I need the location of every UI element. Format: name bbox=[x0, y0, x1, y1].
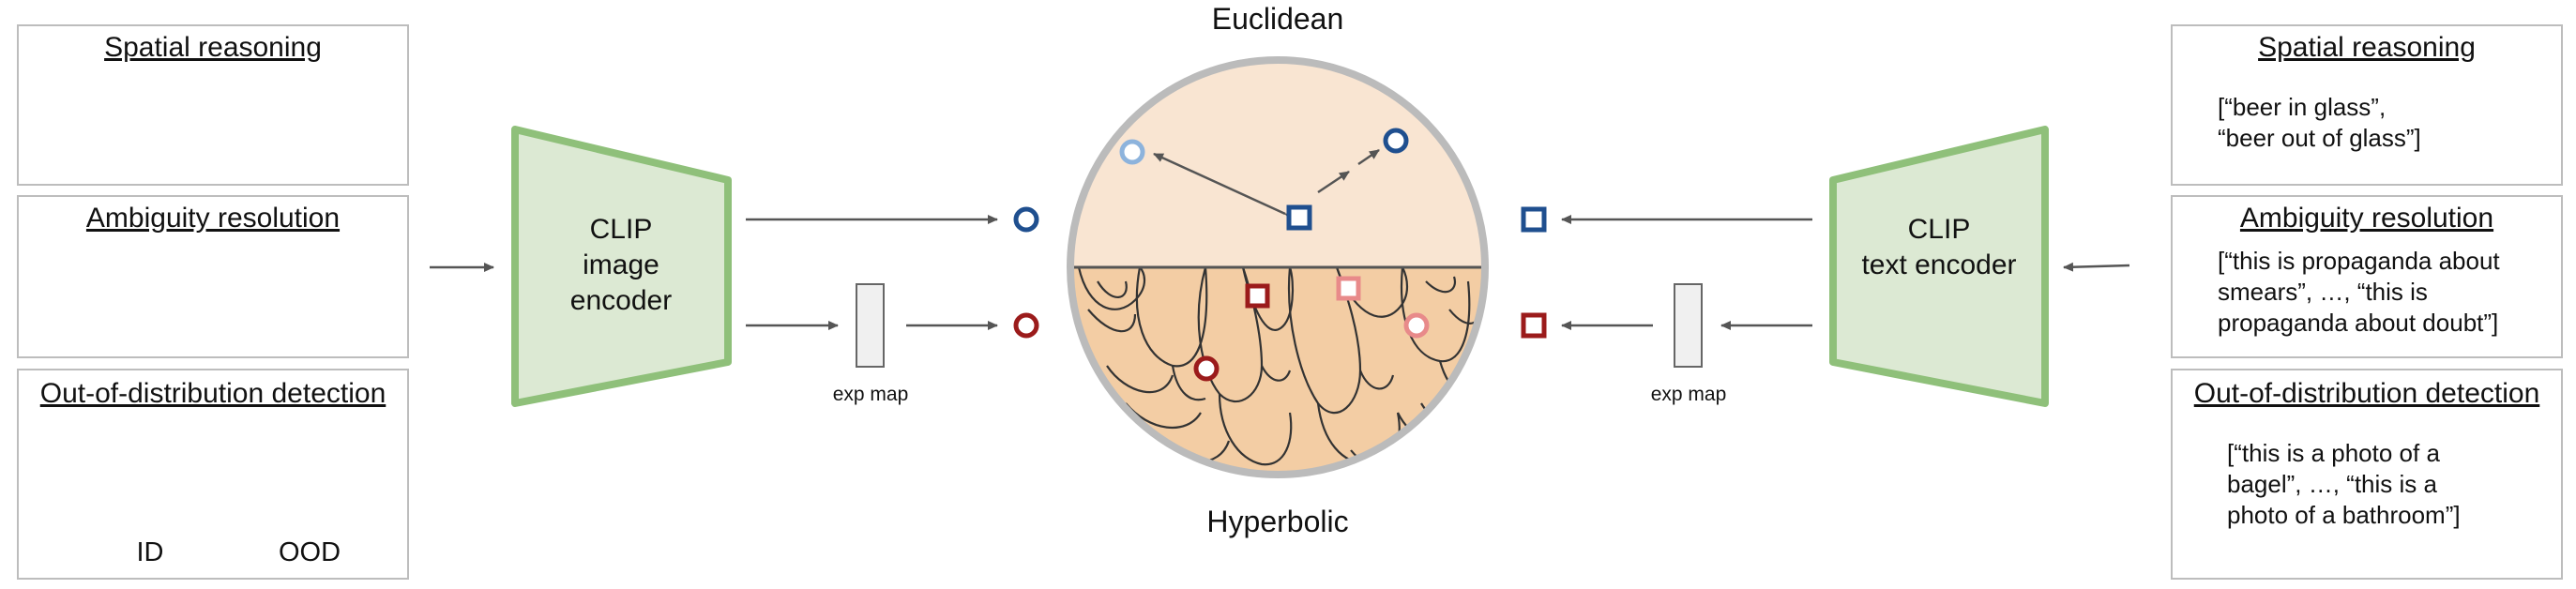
left-panel-spatial-title: Spatial reasoning bbox=[104, 32, 322, 63]
ood-label: OOD bbox=[278, 537, 341, 567]
arrow-texts-to-encoder bbox=[2063, 262, 2130, 272]
right-panel-ambiguity-text: [“this is propaganda about smears”, …, “… bbox=[2218, 247, 2500, 337]
right-panel-spatial: Spatial reasoning [“beer in glass”, “bee… bbox=[2171, 24, 2563, 186]
hyper-text-point-pink bbox=[1336, 276, 1361, 301]
left-panel-ood: Out-of-distribution detection ID OOD bbox=[17, 369, 409, 580]
right-panel-ood: Out-of-distribution detection [“this is … bbox=[2171, 369, 2563, 580]
disc-boundary bbox=[1067, 56, 1489, 478]
right-panel-spatial-title: Spatial reasoning bbox=[2258, 32, 2476, 63]
euclid-text-point bbox=[1286, 204, 1312, 231]
text-embedding-euclid-marker bbox=[1521, 206, 1547, 233]
right-panel-ambiguity: Ambiguity resolution [“this is propagand… bbox=[2171, 195, 2563, 358]
left-panel-ambiguity-title: Ambiguity resolution bbox=[85, 203, 341, 234]
euclid-point-light-blue bbox=[1119, 139, 1145, 165]
euclid-arrow-left bbox=[1153, 152, 1296, 222]
hyper-text-point-red bbox=[1245, 283, 1270, 309]
clip-text-encoder-label: CLIP text encoder bbox=[1861, 214, 2017, 280]
id-label: ID bbox=[136, 537, 164, 567]
clip-image-encoder-label: CLIP image encoder bbox=[569, 214, 673, 316]
right-panel-ood-title: Out-of-distribution detection bbox=[2193, 378, 2540, 409]
image-embedding-hyper-marker bbox=[1013, 312, 1039, 339]
embedding-disc bbox=[1067, 56, 1489, 478]
clip-text-encoder-shape bbox=[1829, 126, 2049, 407]
left-panel-ambiguity: Ambiguity resolution bbox=[17, 195, 409, 358]
right-panel-spatial-text: [“beer in glass”, “beer out of glass”] bbox=[2218, 93, 2421, 152]
exp-map-label-image: exp map bbox=[832, 384, 909, 405]
exp-map-label-text: exp map bbox=[1650, 384, 1727, 405]
hyperbolic-label: Hyperbolic bbox=[1206, 505, 1349, 538]
euclidean-label: Euclidean bbox=[1211, 2, 1344, 36]
image-embedding-euclid-marker bbox=[1013, 206, 1039, 233]
hyper-image-point-pink bbox=[1403, 312, 1430, 339]
euclid-arrow-right-1 bbox=[1317, 170, 1350, 194]
left-panel-ood-title: Out-of-distribution detection bbox=[39, 378, 386, 409]
right-panel-ambiguity-title: Ambiguity resolution bbox=[2239, 203, 2494, 234]
text-embedding-hyper-marker bbox=[1521, 312, 1547, 339]
euclid-arrow-right-2 bbox=[1357, 148, 1380, 166]
euclid-point-blue bbox=[1383, 128, 1409, 154]
right-panel-ood-text: [“this is a photo of a bagel”, …, “this … bbox=[2227, 439, 2461, 529]
exp-map-bar-text bbox=[1674, 283, 1703, 368]
hyper-image-point-red bbox=[1193, 355, 1220, 382]
exp-map-bar-image bbox=[856, 283, 885, 368]
clip-image-encoder-shape bbox=[511, 126, 732, 407]
left-panel-spatial: Spatial reasoning bbox=[17, 24, 409, 186]
